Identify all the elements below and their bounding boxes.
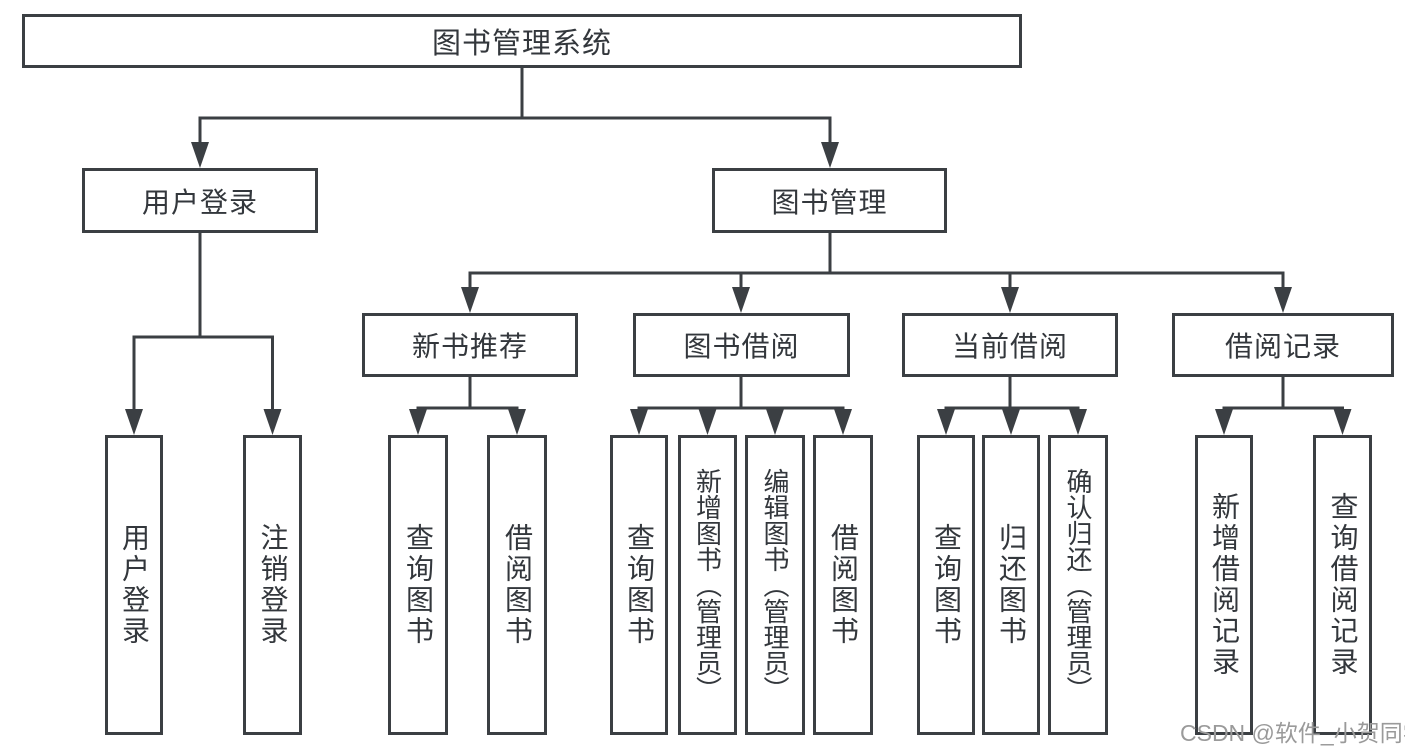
node-label: 用户登录	[141, 186, 258, 218]
node-label: 查询图书	[403, 523, 434, 647]
leaf-borrow-books-recommend: 借阅图书	[487, 435, 547, 735]
csdn-watermark: CSDN @软件_小贺同学	[1180, 720, 1405, 746]
node-new-book-recommend: 新书推荐	[362, 313, 578, 377]
node-library-management-system: 图书管理系统	[22, 14, 1022, 68]
leaf-query-books-recommend: 查询图书	[388, 435, 448, 735]
node-label: 用户登录	[119, 523, 150, 647]
node-label: 确认归还（管理员）	[1063, 468, 1093, 702]
node-label: 借阅记录	[1224, 331, 1341, 362]
node-label: 查询图书	[931, 523, 962, 647]
node-label: 图书借阅	[683, 331, 800, 362]
node-label: 借阅图书	[502, 523, 533, 647]
leaf-add-book-admin: 新增图书（管理员）	[678, 435, 737, 735]
node-label: 图书管理系统	[431, 28, 612, 60]
leaf-query-borrow-record: 查询借阅记录	[1313, 435, 1372, 735]
node-label: 图书管理	[771, 186, 888, 218]
leaf-edit-book-admin: 编辑图书（管理员）	[745, 435, 805, 735]
node-book-borrow: 图书借阅	[633, 313, 850, 377]
node-current-borrow: 当前借阅	[902, 313, 1118, 377]
node-user-login: 用户登录	[82, 168, 318, 233]
node-borrow-records: 借阅记录	[1172, 313, 1394, 377]
leaf-query-books-current: 查询图书	[917, 435, 975, 735]
leaf-return-books: 归还图书	[982, 435, 1040, 735]
leaf-query-books-borrow: 查询图书	[610, 435, 668, 735]
node-label: 当前借阅	[951, 331, 1068, 362]
node-book-management: 图书管理	[712, 168, 947, 233]
node-label: 新增借阅记录	[1209, 492, 1240, 678]
node-label: 新增图书（管理员）	[692, 468, 723, 702]
leaf-logout: 注销登录	[243, 435, 302, 735]
node-label: 查询图书	[624, 523, 655, 647]
node-label: 归还图书	[996, 523, 1027, 647]
node-label: 编辑图书（管理员）	[760, 468, 790, 702]
leaf-user-login: 用户登录	[105, 435, 163, 735]
leaf-add-borrow-record: 新增借阅记录	[1195, 435, 1253, 735]
node-label: 注销登录	[257, 523, 289, 647]
node-label: 查询借阅记录	[1327, 492, 1359, 678]
node-label: 新书推荐	[411, 331, 528, 362]
leaf-borrow-books: 借阅图书	[813, 435, 873, 735]
leaf-confirm-return-admin: 确认归还（管理员）	[1048, 435, 1108, 735]
node-label: 借阅图书	[828, 523, 859, 647]
